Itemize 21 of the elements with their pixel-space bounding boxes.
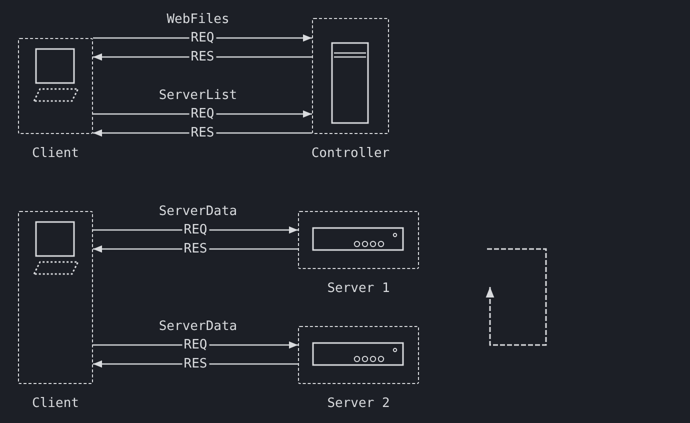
edge-label: RES — [182, 358, 210, 370]
node-label: Server 1 — [327, 281, 390, 296]
edge-label: RES — [188, 126, 216, 140]
edge-label: REQ — [182, 224, 210, 236]
edge-label: REQ — [182, 338, 210, 352]
node-label: Client — [32, 146, 79, 161]
arrow — [93, 34, 312, 42]
arrow — [93, 110, 312, 118]
node-label: Server 2 — [327, 396, 390, 411]
message-label: ServerData — [158, 319, 238, 334]
arrow — [93, 53, 312, 61]
edge-label: REQ — [188, 108, 216, 120]
edge-label: REQ — [188, 32, 216, 44]
edge-label: RES — [188, 50, 216, 64]
message-label: ServerList — [158, 88, 238, 103]
message-label: ServerData — [158, 204, 238, 219]
arrow — [93, 129, 312, 137]
message-label: WebFiles — [166, 12, 230, 27]
node-label: Controller — [311, 146, 390, 161]
node-label: Client — [32, 396, 79, 411]
edge-label: RES — [182, 242, 210, 256]
